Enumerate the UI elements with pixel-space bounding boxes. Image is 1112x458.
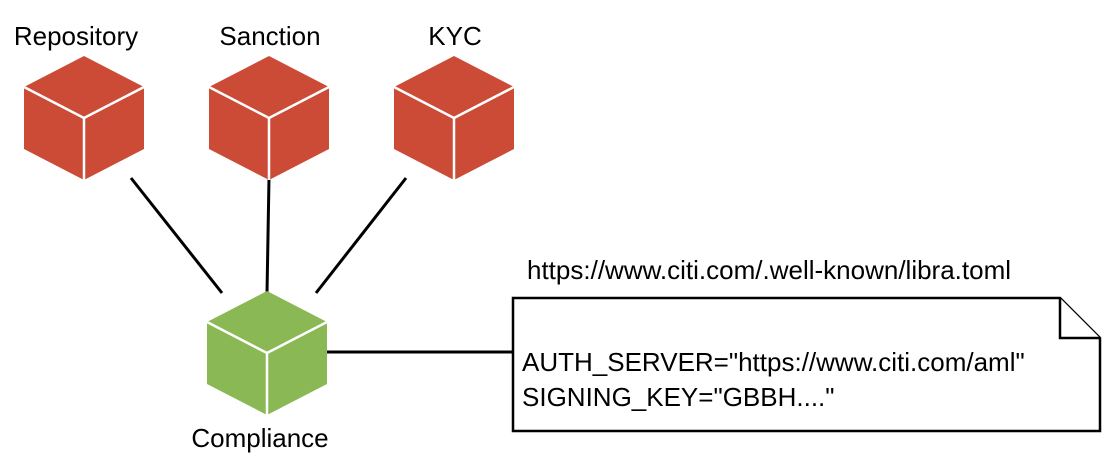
note-fold-corner bbox=[1058, 298, 1100, 340]
note-url: https://www.citi.com/.well-known/libra.t… bbox=[527, 255, 1011, 285]
connector-repository-compliance bbox=[129, 177, 224, 294]
repository-node bbox=[23, 56, 145, 180]
config-note: AUTH_SERVER="https://www.citi.com/aml" S… bbox=[511, 296, 1102, 433]
compliance-cube-icon bbox=[206, 291, 328, 415]
connector-sanction-compliance bbox=[265, 177, 271, 294]
compliance-node bbox=[206, 291, 328, 415]
sanction-node bbox=[208, 56, 330, 180]
kyc-node bbox=[393, 56, 515, 180]
note-line-auth-server: AUTH_SERVER="https://www.citi.com/aml" bbox=[522, 347, 1025, 377]
repository-cube-icon bbox=[23, 56, 145, 180]
kyc-label: KYC bbox=[428, 21, 481, 51]
note-line-signing-key: SIGNING_KEY="GBBH...." bbox=[522, 382, 835, 412]
repository-label: Repository bbox=[14, 21, 138, 51]
compliance-label: Compliance bbox=[191, 423, 328, 453]
note-document-icon bbox=[511, 296, 1102, 433]
kyc-cube-icon bbox=[393, 56, 515, 180]
connector-kyc-compliance bbox=[314, 177, 408, 294]
sanction-cube-icon bbox=[208, 56, 330, 180]
sanction-label: Sanction bbox=[219, 21, 320, 51]
